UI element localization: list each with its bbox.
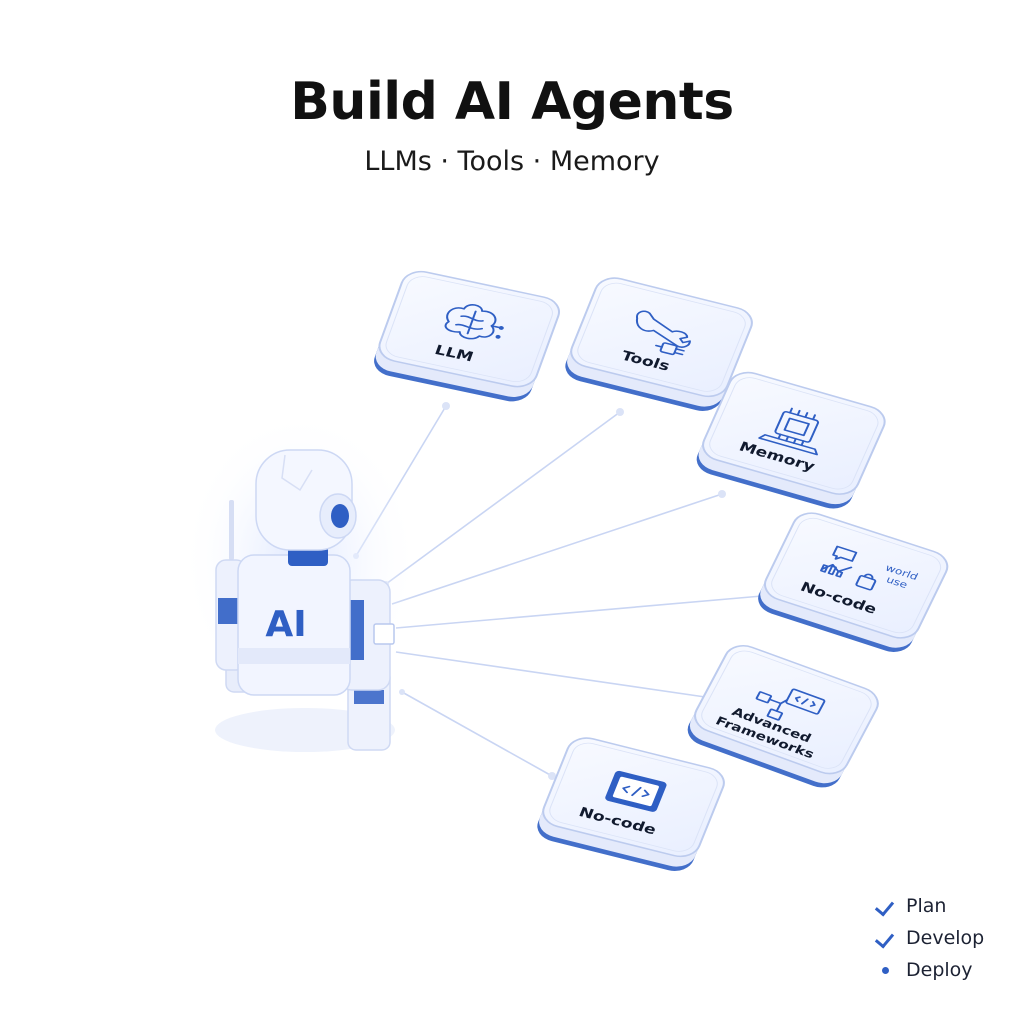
tile-llm[interactable]: LLM <box>369 268 563 405</box>
code-window-icon <box>605 770 667 812</box>
legend-item-plan: Plan <box>874 890 1016 922</box>
connector-frameworks <box>395 651 713 699</box>
legend-label: Deploy <box>906 959 973 981</box>
page-title: Build AI Agents <box>290 72 734 132</box>
legend-label: Develop <box>906 927 985 949</box>
flowchart-icon <box>755 688 826 721</box>
robot: AI <box>180 410 420 752</box>
legend-item-develop: Develop <box>874 922 1016 954</box>
connector-tools <box>385 411 621 585</box>
legend-item-deploy: Deploy <box>876 954 1016 986</box>
check-icon <box>874 890 900 922</box>
bullet-icon <box>876 954 900 986</box>
tile-tools[interactable]: Tools <box>560 274 757 415</box>
dashboard-icon <box>820 545 877 591</box>
check-icon <box>874 922 900 954</box>
robot-label: AI <box>265 604 306 645</box>
brain-icon <box>444 304 504 340</box>
chip-icon <box>758 407 820 456</box>
connector-memory <box>391 493 723 605</box>
wrench-plug-icon <box>635 310 691 356</box>
connector-nocode-top <box>395 595 763 629</box>
page-subtitle: LLMs · Tools · Memory <box>364 146 660 177</box>
legend-label: Plan <box>906 895 947 917</box>
connector-nocode-bottom <box>401 691 553 777</box>
tile-memory[interactable]: Memory <box>691 368 890 513</box>
tile-nocode-bottom[interactable]: No-code <box>532 734 729 875</box>
